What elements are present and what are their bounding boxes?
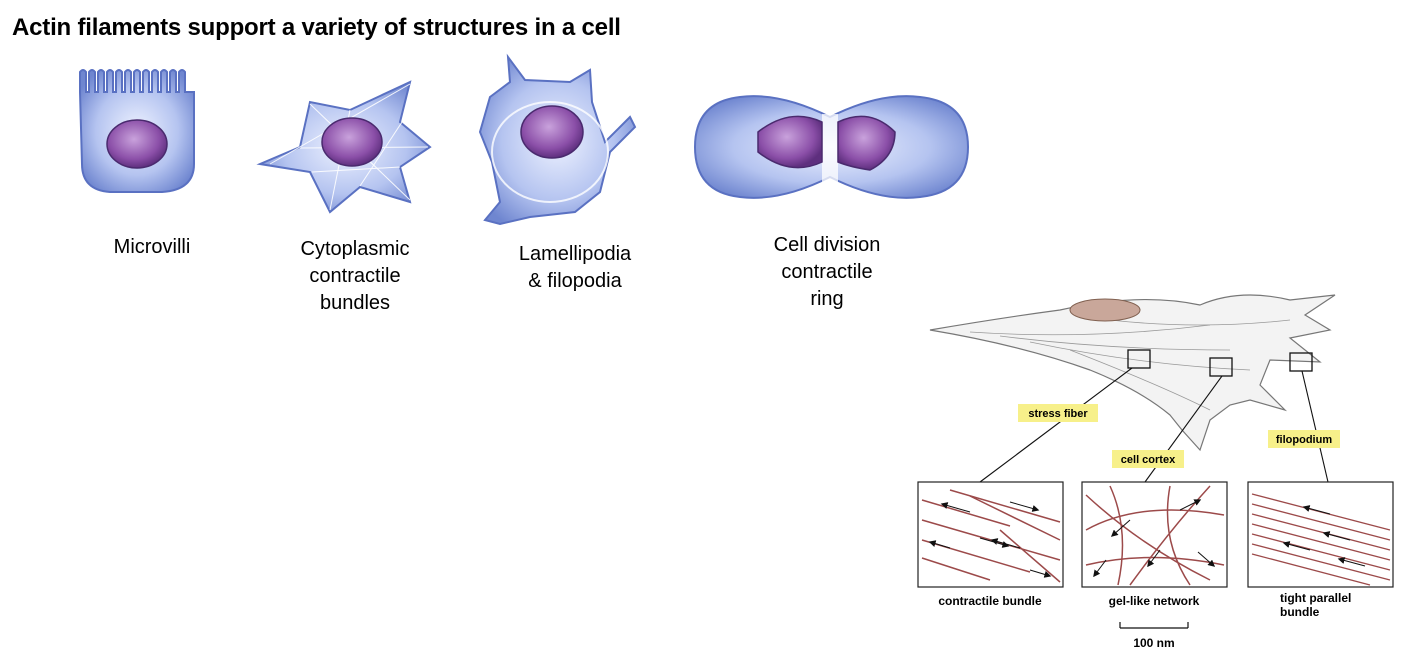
callout-cell-cortex: cell cortex <box>1112 450 1184 468</box>
caption-line: ring <box>810 288 844 310</box>
callout-filopodium: filopodium <box>1268 430 1340 448</box>
caption-microvilli: Microvilli <box>113 236 191 258</box>
contractile-bundles-cell <box>256 80 432 214</box>
scale-bar-label: 100 nm <box>1133 636 1174 650</box>
microvilli-cell <box>79 69 195 193</box>
caption-line: Cytoplasmic <box>300 238 410 260</box>
callout-stress-fiber: stress fiber <box>1018 404 1098 422</box>
panel-label: gel-like network <box>1109 594 1200 608</box>
panel-label: tight parallel <box>1280 591 1351 605</box>
panel-tight-parallel-bundle: tight parallel bundle <box>1247 481 1394 619</box>
callout-label: filopodium <box>1276 434 1332 446</box>
scale-bar <box>1119 622 1189 629</box>
stress-fiber-box <box>1127 349 1151 369</box>
caption-line: contractile <box>781 261 873 283</box>
callout-label: cell cortex <box>1121 454 1176 466</box>
callout-label: stress fiber <box>1028 408 1088 420</box>
cell-illustrations <box>79 53 970 226</box>
caption-line: bundles <box>319 292 391 314</box>
fibroblast-diagram: stress fiber cell cortex filopodium cont <box>917 294 1394 650</box>
lamellipodia-cell <box>478 53 637 226</box>
panel-label: contractile bundle <box>938 594 1042 608</box>
caption-cell-division: Cell division contractile ring <box>752 232 902 313</box>
panel-contractile-bundle: contractile bundle <box>917 481 1064 608</box>
panel-label: bundle <box>1280 605 1320 619</box>
panel-gel-network: gel-like network 100 nm <box>1081 481 1228 650</box>
cell-cortex-box <box>1209 357 1233 377</box>
caption-line: Lamellipodia <box>518 243 632 265</box>
caption-contractile-bundles: Cytoplasmic contractile bundles <box>280 236 430 317</box>
filopodium-box <box>1289 352 1313 372</box>
caption-line: Cell division <box>773 234 881 256</box>
figure-title: Actin filaments support a variety of str… <box>12 14 621 41</box>
caption-line: contractile <box>309 265 401 287</box>
cell-division-ring <box>693 95 970 199</box>
fibroblast-cell <box>929 294 1336 452</box>
caption-lamellipodia: Lamellipodia & filopodia <box>500 241 650 295</box>
caption-line: & filopodia <box>528 270 622 292</box>
